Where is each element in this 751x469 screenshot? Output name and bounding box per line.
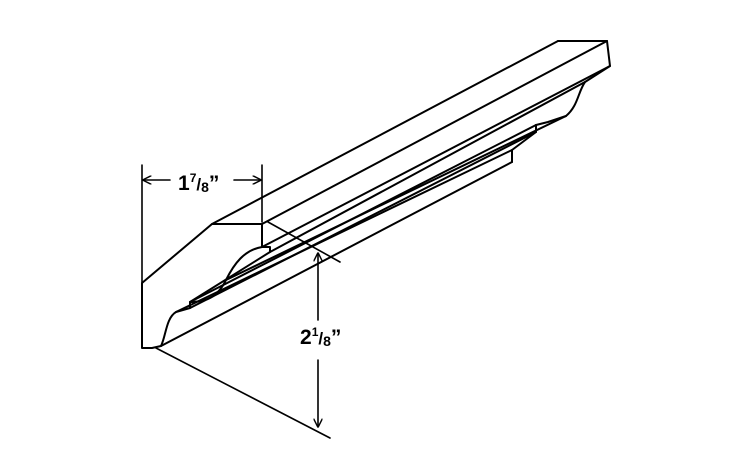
bottom-edge bbox=[160, 161, 513, 347]
face-line-5 bbox=[189, 131, 537, 309]
height-extension-top bbox=[267, 221, 341, 263]
molding-body bbox=[160, 40, 611, 347]
far-end-steps bbox=[511, 124, 537, 163]
width-denominator: 8 bbox=[201, 179, 209, 195]
height-denominator: 8 bbox=[323, 333, 331, 349]
width-unit: ” bbox=[208, 172, 220, 195]
height-slash: / bbox=[318, 329, 324, 348]
height-numerator: 1 bbox=[311, 325, 319, 339]
top-back-edge bbox=[211, 40, 559, 225]
width-dimension-label: 17/8” bbox=[178, 172, 219, 194]
face-line-1 bbox=[261, 65, 611, 248]
face-line-4 bbox=[189, 124, 537, 303]
end-profile-outline bbox=[141, 223, 263, 349]
height-unit: ” bbox=[330, 326, 342, 349]
height-extension-bottom bbox=[155, 347, 331, 439]
face-line-3 bbox=[225, 115, 567, 281]
far-end-profile bbox=[535, 40, 611, 126]
face-line-6 bbox=[175, 149, 513, 313]
height-whole: 2 bbox=[300, 326, 312, 349]
width-whole: 1 bbox=[178, 172, 190, 195]
width-slash: / bbox=[196, 175, 202, 194]
top-front-edge bbox=[261, 40, 608, 225]
width-numerator: 7 bbox=[189, 171, 197, 185]
face-line-2 bbox=[269, 81, 586, 253]
dimension-lines bbox=[141, 164, 341, 439]
molding-profile bbox=[141, 223, 271, 349]
height-dimension-label: 21/8” bbox=[300, 326, 341, 348]
